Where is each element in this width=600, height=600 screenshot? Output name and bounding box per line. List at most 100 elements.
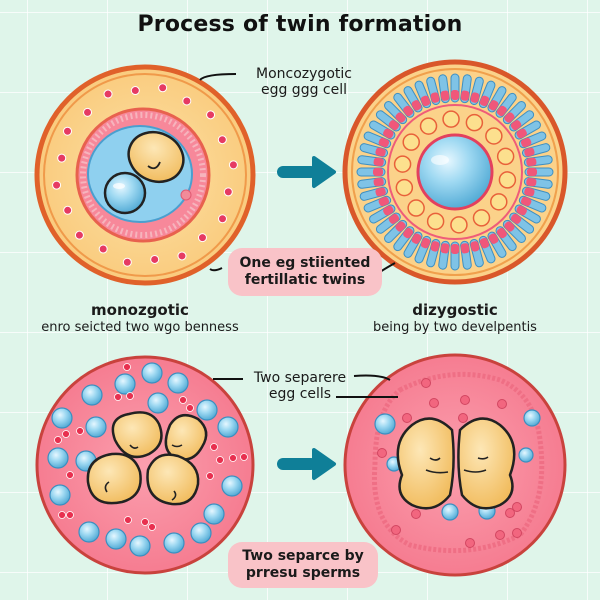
pink-particle <box>377 448 387 458</box>
granule-dot <box>197 233 207 243</box>
blue-bubble <box>518 447 534 463</box>
villus <box>478 235 496 264</box>
blue-bubbles <box>47 362 243 557</box>
granule-dot <box>98 244 108 254</box>
villus <box>460 240 472 270</box>
red-dot <box>229 454 237 462</box>
villus <box>359 186 389 201</box>
blue-bubble <box>47 447 69 469</box>
granule-dot <box>130 86 140 96</box>
red-dot <box>148 523 156 531</box>
pink-particle <box>512 502 522 512</box>
villus <box>495 226 517 252</box>
blue-bubble <box>523 409 541 427</box>
blue-bubble <box>190 522 212 544</box>
yolk-granule <box>393 155 412 173</box>
villus <box>384 101 408 125</box>
granule-dot <box>57 153 67 163</box>
villus <box>514 120 541 140</box>
villus <box>460 74 472 104</box>
villus <box>518 195 547 213</box>
blue-bubble <box>129 535 151 557</box>
villus <box>403 231 423 258</box>
villus <box>502 101 526 125</box>
red-dot <box>240 453 248 461</box>
villus <box>403 86 423 113</box>
blue-bubble <box>81 384 103 406</box>
two-sperm-bubble-line2: prresu sperms <box>245 565 361 581</box>
blue-embryo <box>103 171 147 215</box>
blue-bubble <box>114 373 136 395</box>
red-dots <box>54 363 248 531</box>
pink-particle <box>458 413 468 423</box>
arrow-top <box>277 156 336 188</box>
leader-lines <box>199 73 398 398</box>
villus <box>426 76 441 106</box>
granule-dot <box>177 251 187 261</box>
monozygotic-egg-cell <box>34 64 256 286</box>
red-dot <box>66 471 74 479</box>
yolk-granule <box>498 171 517 189</box>
red-dot <box>62 430 70 438</box>
villus <box>369 120 396 140</box>
blue-bubble <box>78 521 100 543</box>
yolk-granule <box>407 199 425 217</box>
villus <box>521 143 551 158</box>
blue-bubble <box>163 532 185 554</box>
pink-particle <box>411 509 421 519</box>
yolk-granule <box>402 133 420 151</box>
yolk-granule <box>485 127 503 145</box>
blue-bubble <box>196 399 218 421</box>
one-egg-bubble-line1: One eg stiiented <box>239 255 371 272</box>
villus <box>524 167 554 177</box>
blue-bubble <box>49 484 71 506</box>
villus <box>509 212 535 234</box>
villus <box>426 238 441 268</box>
villus <box>384 219 408 243</box>
yolk-granule <box>426 212 445 231</box>
embryo <box>127 130 185 184</box>
villus <box>450 241 460 271</box>
villus <box>478 80 496 109</box>
villus <box>469 76 484 106</box>
two-sperm-bubble: Two separce by prresu sperms <box>228 542 378 588</box>
outer-membrane <box>343 353 567 577</box>
blue-bubble <box>105 528 127 550</box>
nucleus <box>416 133 494 211</box>
yolk-granule <box>442 110 460 128</box>
monozygotic-egg-label: Moncozygotic egg ggg cell <box>238 66 370 98</box>
villus <box>393 226 415 252</box>
pink-particle <box>512 528 522 538</box>
granule-dot <box>182 96 192 106</box>
red-dot <box>126 392 134 400</box>
blue-bubble <box>51 407 73 429</box>
pink-particle <box>421 378 431 388</box>
yolk-granules <box>393 110 517 234</box>
pink-particle <box>465 538 475 548</box>
red-dot <box>54 436 62 444</box>
granule-dot <box>63 126 73 136</box>
monozygotic-egg-label-line2: egg ggg cell <box>260 82 348 99</box>
villus <box>450 73 460 103</box>
embryo-cells <box>86 411 208 506</box>
red-dot <box>179 396 187 404</box>
pink-particle <box>497 399 507 409</box>
villus <box>369 204 396 224</box>
villus <box>502 219 526 243</box>
granule-dot <box>83 107 93 117</box>
granule-dot <box>52 180 62 190</box>
blue-bubble <box>141 362 163 384</box>
monozygotic-caption: enro seicted two wgo benness <box>41 320 239 336</box>
blue-bubble <box>217 416 239 438</box>
dizygotic-caption: being by two develpentis <box>373 320 537 336</box>
pink-particle <box>460 395 470 405</box>
blue-bubble <box>147 392 169 414</box>
blue-bubble <box>441 503 459 521</box>
page-title: Process of twin formation <box>137 12 463 37</box>
red-dot <box>66 511 74 519</box>
villus <box>414 80 432 109</box>
embryo-left <box>396 417 455 510</box>
red-dot <box>141 518 149 526</box>
yolk-granule <box>395 178 414 197</box>
